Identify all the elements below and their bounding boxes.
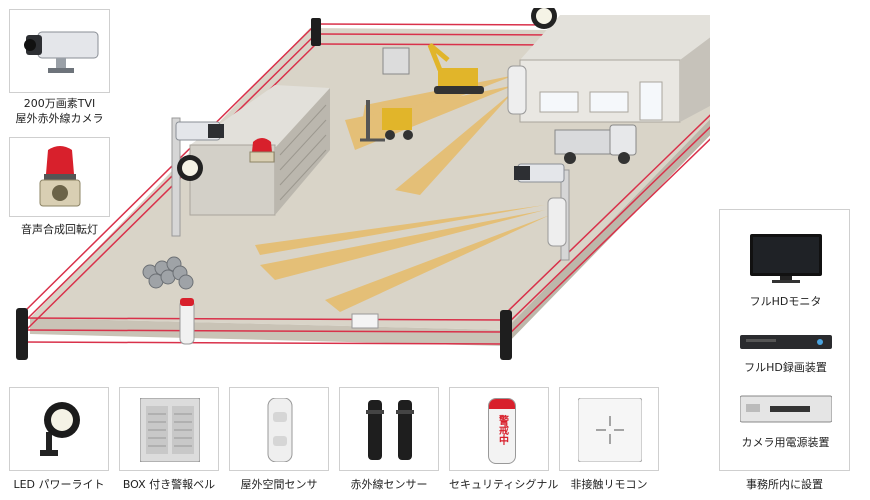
contactless-remote-icon	[578, 398, 642, 462]
monitor-icon	[750, 234, 822, 283]
ir-sensor-label: 赤外線センサー	[350, 478, 428, 491]
security-signal-text: 警戒中	[496, 415, 508, 445]
recorder-label: フルHD録画装置	[744, 361, 827, 374]
scene-remote-panel	[351, 313, 379, 329]
alarm-bell-box-icon	[140, 398, 200, 462]
scene-alarm-box	[382, 47, 410, 75]
power-supply-icon	[740, 395, 832, 423]
power-supply-label: カメラ用電源装置	[741, 436, 830, 449]
camera-label-line-2: 屋外赤外線カメラ	[15, 112, 104, 125]
recorder-icon	[740, 335, 832, 349]
forklift	[360, 100, 413, 142]
scene-beacon	[249, 138, 275, 163]
site-ground-edge	[30, 318, 505, 346]
office-panel-title: 事務所内に設置	[746, 478, 823, 491]
camera-label-line-1: 200万画素TVI	[23, 97, 96, 110]
monitor-label: フルHDモニタ	[749, 295, 822, 308]
truck	[554, 124, 637, 164]
device-card-led-light	[9, 387, 109, 471]
led-light-label: LED パワーライト	[13, 478, 105, 491]
office-panel: フルHDモニタ フルHD録画装置 カメラ用電源装置	[719, 209, 850, 471]
excavator	[427, 43, 484, 94]
device-card-alarm-bell	[119, 387, 219, 471]
device-card-beacon	[9, 137, 110, 217]
camera-label: 200万画素TVI 屋外赤外線カメラ	[9, 96, 110, 126]
device-card-ir-sensor	[339, 387, 439, 471]
left-warehouse	[189, 85, 330, 216]
remote-label: 非接触リモコン	[570, 478, 648, 491]
space-sensor-label: 屋外空間センサ	[240, 478, 318, 491]
rotating-beacon-icon	[39, 146, 81, 207]
infrared-beam-sensor-icon	[366, 400, 414, 460]
bullet-camera-icon	[24, 31, 99, 73]
beacon-label-line-1: 音声合成回転灯	[21, 223, 98, 236]
security-signal-icon: 警戒中	[488, 398, 516, 464]
infrared-sensor-posts	[16, 18, 512, 360]
office-building	[519, 15, 710, 123]
scene-security-signal	[179, 298, 195, 345]
alarm-bell-label: BOX 付き警報ベル	[122, 478, 216, 491]
site-illustration	[16, 8, 710, 360]
device-card-camera	[9, 9, 110, 93]
led-floodlight-icon	[40, 402, 80, 456]
device-card-remote	[559, 387, 659, 471]
left-pole-camera	[171, 117, 224, 237]
outdoor-space-sensor-icon	[267, 398, 293, 462]
scene-space-sensor	[507, 65, 527, 115]
device-card-space-sensor	[229, 387, 329, 471]
right-pole-camera	[514, 163, 570, 261]
security-signal-label: セキュリティシグナル	[449, 478, 559, 491]
pipes	[142, 256, 194, 290]
roof-floodlight	[531, 8, 557, 29]
beacon-label: 音声合成回転灯	[9, 222, 110, 237]
device-card-security-signal: 警戒中	[449, 387, 549, 471]
